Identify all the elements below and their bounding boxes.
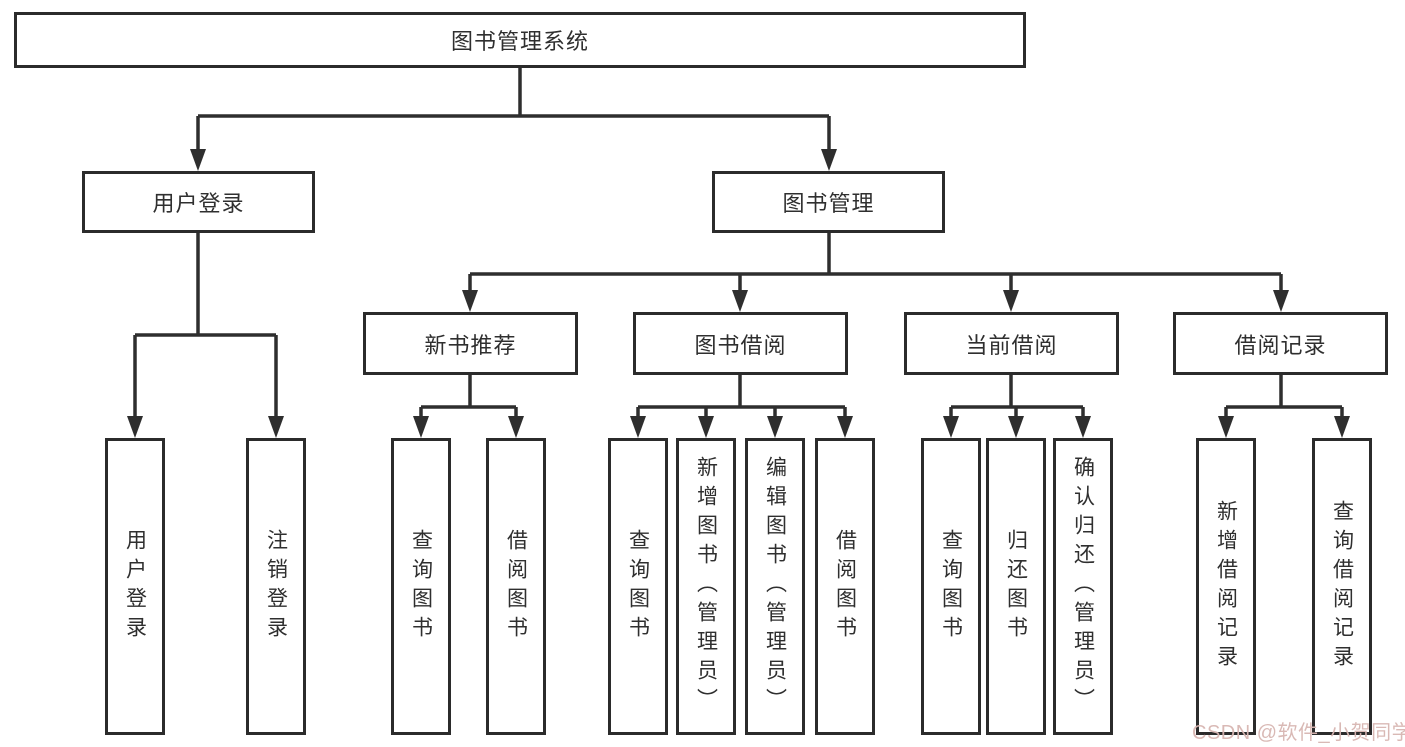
leaf-newbook-borrow-label: 借阅图书 [504,528,528,645]
leaf-current-confirm-return: 确认归还（管理员） [1053,438,1113,735]
leaf-logout-label: 注销登录 [264,528,288,645]
csdn-watermark: CSDN @软件_小贺同学 [1192,722,1405,744]
node-borrow-records: 借阅记录 [1173,312,1388,375]
leaf-newbook-query: 查询图书 [391,438,451,735]
leaf-current-query: 查询图书 [921,438,981,735]
leaf-newbook-query-label: 查询图书 [409,528,433,645]
leaf-current-query-label: 查询图书 [939,528,963,645]
leaf-record-query: 查询借阅记录 [1312,438,1372,735]
node-root-label: 图书管理系统 [450,29,589,54]
node-book-borrowing-label: 图书借阅 [694,332,787,358]
leaf-record-query-label: 查询借阅记录 [1330,499,1354,674]
leaf-current-return: 归还图书 [986,438,1046,735]
leaf-current-return-label: 归还图书 [1004,528,1028,645]
leaf-borrow-edit-label: 编辑图书（管理员） [763,456,787,717]
node-new-book-recommend: 新书推荐 [363,312,578,375]
leaf-borrow-add-label: 新增图书（管理员） [694,456,718,717]
node-borrow-records-label: 借阅记录 [1234,332,1327,358]
leaf-borrow-edit: 编辑图书（管理员） [745,438,805,735]
leaf-borrow-query-label: 查询图书 [626,528,650,645]
node-book-management: 图书管理 [712,171,945,233]
leaf-borrow-borrow: 借阅图书 [815,438,875,735]
leaf-user-login-label: 用户登录 [123,528,147,645]
leaf-record-add-label: 新增借阅记录 [1214,499,1238,674]
node-new-book-recommend-label: 新书推荐 [424,332,517,358]
node-book-management-label: 图书管理 [782,191,875,216]
leaf-borrow-borrow-label: 借阅图书 [833,528,857,645]
leaf-logout: 注销登录 [246,438,306,735]
connector-paths [133,68,1344,427]
leaf-borrow-add: 新增图书（管理员） [676,438,736,735]
leaf-record-add: 新增借阅记录 [1196,438,1256,735]
node-user-login-label: 用户登录 [152,191,245,216]
node-current-borrowing: 当前借阅 [904,312,1119,375]
node-root: 图书管理系统 [14,12,1026,68]
node-book-borrowing: 图书借阅 [633,312,848,375]
arrowheads [127,149,1350,438]
leaf-user-login: 用户登录 [105,438,165,735]
leaf-borrow-query: 查询图书 [608,438,668,735]
node-current-borrowing-label: 当前借阅 [965,332,1058,358]
leaf-newbook-borrow: 借阅图书 [486,438,546,735]
leaf-current-confirm-return-label: 确认归还（管理员） [1071,456,1095,717]
node-user-login: 用户登录 [82,171,315,233]
